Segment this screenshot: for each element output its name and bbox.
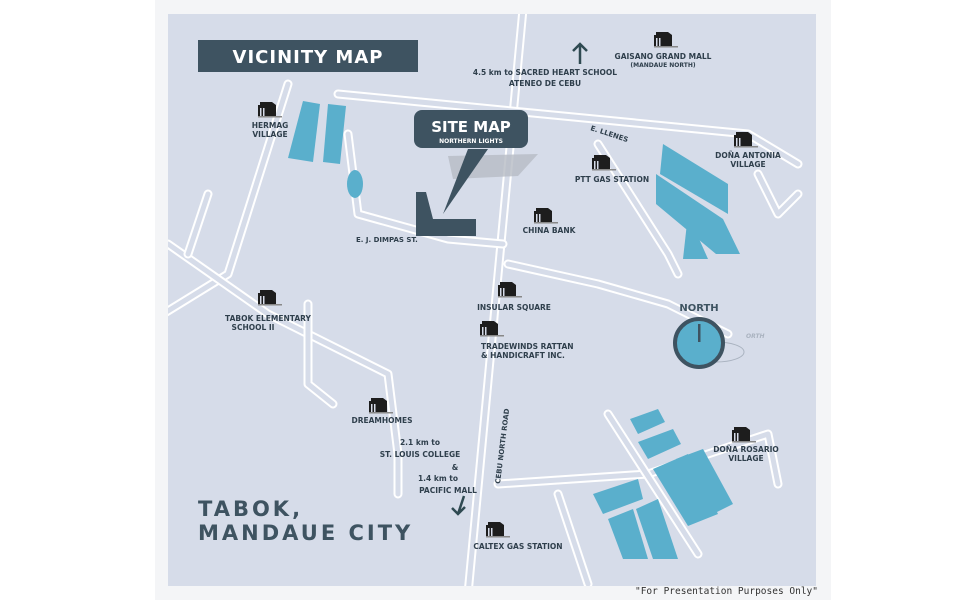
- landmark-ptt[interactable]: PTT GAS STATION: [575, 155, 649, 184]
- street-cebu-north-road: CEBU NORTH ROAD: [494, 408, 511, 484]
- direction-south-3: &: [452, 463, 459, 472]
- north-ghost-label: ORTH: [746, 333, 765, 340]
- landmark-caltex[interactable]: CALTEX GAS STATION: [473, 522, 563, 551]
- landmark-dona-rosario[interactable]: DOÑA ROSARIO VILLAGE: [713, 427, 779, 463]
- north-compass: NORTH ORTH: [673, 303, 765, 369]
- direction-north-1: 4.5 km to SACRED HEART SCHOOL: [473, 68, 617, 77]
- landmark-label: VILLAGE: [252, 130, 287, 139]
- landmark-label: DREAMHOMES: [351, 416, 412, 425]
- vicinity-map: SITE MAP NORTHERN LIGHTS VICINITY MAP TA…: [158, 4, 816, 599]
- map-title: VICINITY MAP: [233, 47, 384, 68]
- direction-north-2: ATENEO DE CEBU: [509, 79, 581, 88]
- landmark-label: GAISANO GRAND MALL: [615, 52, 712, 61]
- location-line2: MANDAUE CITY: [198, 521, 413, 545]
- direction-south-2: ST. LOUIS COLLEGE: [380, 450, 460, 459]
- landmark-insular-square[interactable]: INSULAR SQUARE: [477, 282, 551, 312]
- site-lot: [416, 192, 476, 236]
- landmark-label: DOÑA ROSARIO: [713, 445, 779, 454]
- title-banner: [198, 40, 418, 72]
- landmark-label: DOÑA ANTONIA: [715, 151, 781, 160]
- north-label: NORTH: [679, 303, 718, 314]
- direction-south-5: PACIFIC MALL: [419, 486, 477, 495]
- landmark-tradewinds[interactable]: TRADEWINDS RATTAN & HANDICRAFT INC.: [480, 321, 574, 360]
- landmark-label: VILLAGE: [730, 160, 765, 169]
- residential-lots: [288, 101, 740, 559]
- site-map-callout[interactable]: SITE MAP NORTHERN LIGHTS: [414, 110, 528, 148]
- street-dimpas: E. J. DIMPAS ST.: [356, 236, 418, 244]
- landmark-label: VILLAGE: [728, 454, 763, 463]
- landmark-label: TRADEWINDS RATTAN: [481, 342, 574, 351]
- landmark-label: CALTEX GAS STATION: [473, 542, 562, 551]
- landmark-label: TABOK ELEMENTARY: [225, 314, 311, 323]
- landmark-label: (MANDAUE NORTH): [630, 62, 695, 69]
- location-line1: TABOK,: [198, 497, 303, 521]
- landmark-label: HERMAG: [252, 121, 289, 130]
- landmark-tabok-school[interactable]: TABOK ELEMENTARY SCHOOL II: [225, 290, 312, 332]
- arrow-down-icon: [451, 495, 466, 516]
- landmark-label: SCHOOL II: [232, 323, 275, 332]
- site-map-subtitle: NORTHERN LIGHTS: [439, 138, 503, 145]
- site-map-title: SITE MAP: [431, 118, 511, 136]
- direction-south-4: 1.4 km to: [418, 474, 458, 483]
- landmark-label: CHINA BANK: [523, 226, 577, 235]
- landmark-label: PTT GAS STATION: [575, 175, 649, 184]
- landmark-china-bank[interactable]: CHINA BANK: [523, 208, 577, 235]
- arrow-up-icon: [572, 42, 588, 64]
- disclaimer: "For Presentation Purposes Only": [634, 586, 818, 597]
- landmark-hermag[interactable]: HERMAG VILLAGE: [252, 102, 289, 139]
- direction-south-1: 2.1 km to: [400, 438, 440, 447]
- landmark-dreamhomes[interactable]: DREAMHOMES: [351, 398, 413, 425]
- landmark-gaisano[interactable]: GAISANO GRAND MALL (MANDAUE NORTH): [615, 32, 712, 69]
- landmark-label: & HANDICRAFT INC.: [481, 351, 565, 360]
- landmark-dona-antonia[interactable]: DOÑA ANTONIA VILLAGE: [715, 132, 781, 169]
- landmark-label: INSULAR SQUARE: [477, 303, 551, 312]
